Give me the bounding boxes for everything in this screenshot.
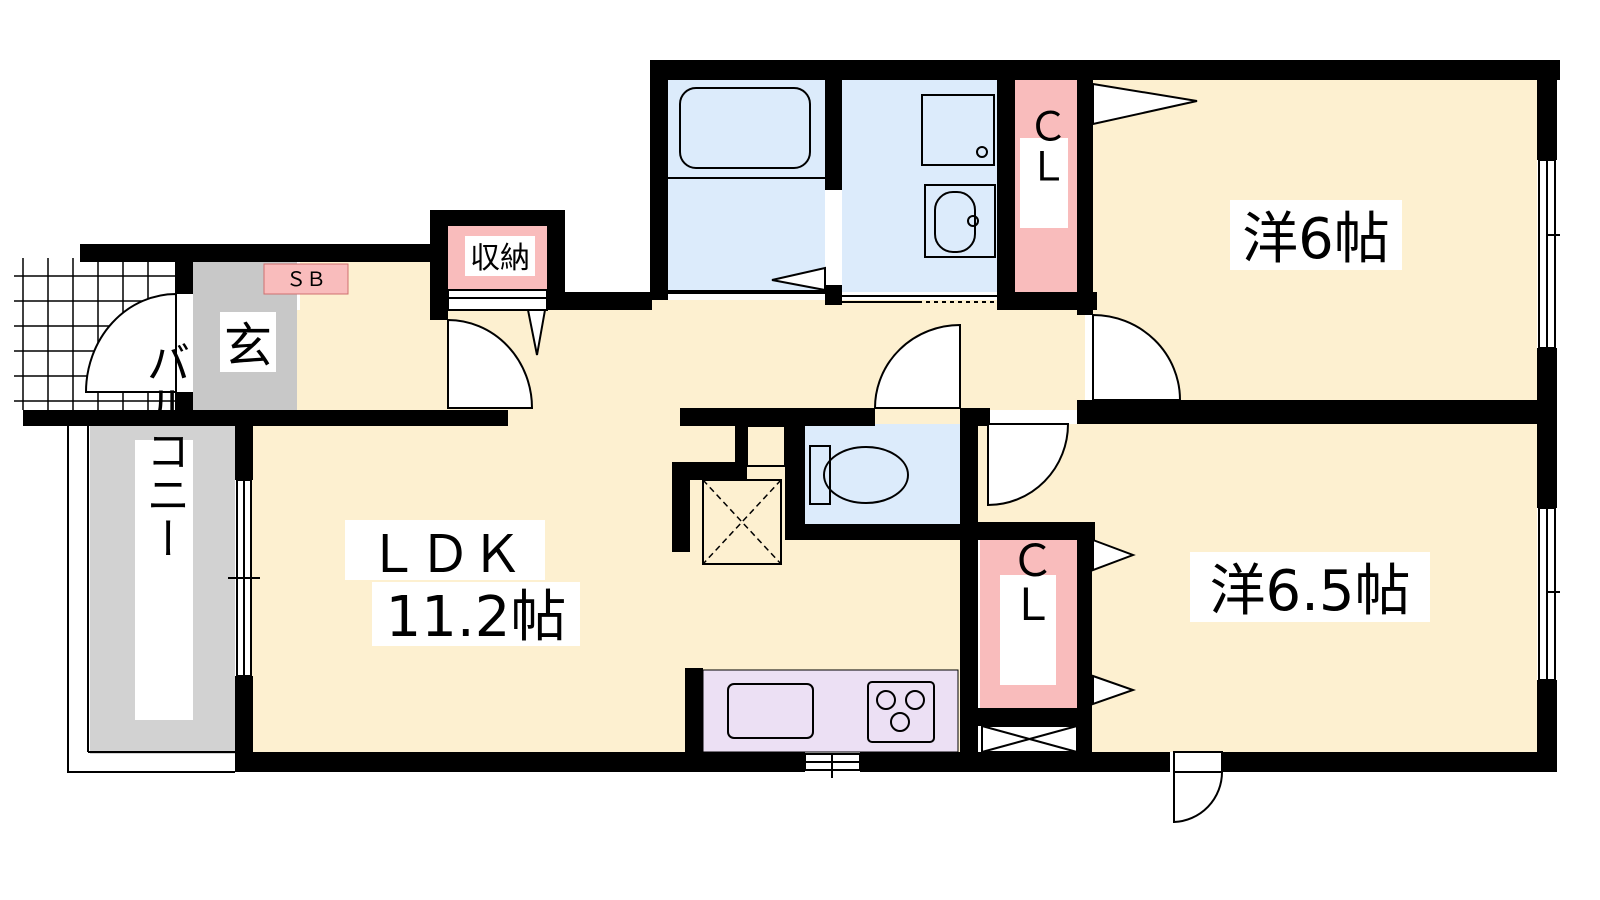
room-label-entrance: 玄: [224, 318, 272, 374]
stove: [867, 681, 935, 743]
room-label-ldk: ＬＤＫ: [367, 525, 523, 585]
room-label-storage: 収納: [470, 241, 530, 276]
shoebox-floor: [263, 263, 349, 295]
front-door: [84, 292, 177, 393]
fixtures: [447, 87, 1078, 753]
exterior-door: [1173, 771, 1224, 824]
balcony-outline: [67, 426, 235, 773]
room-label-western-6: 洋6帖: [1242, 207, 1390, 272]
toilet-door: [873, 323, 961, 409]
labels: 洋6帖 洋6.5帖 ＬＤＫ 11.2帖 玄 バルコニー 収納 ＳＢ ＣＬ ＣＬ: [135, 106, 1430, 720]
wash-basin: [924, 184, 996, 258]
hall-floor: [445, 300, 1085, 410]
room6-door: [1092, 313, 1182, 401]
walls: [23, 60, 1560, 772]
label-closet-top: ＣＬ: [1021, 106, 1067, 186]
room-label-ldk-size: 11.2帖: [386, 585, 567, 650]
windows: [228, 159, 1560, 778]
pipe-shaft: [702, 479, 782, 565]
room-label-balcony: バルコニー: [139, 340, 190, 560]
toilet-tank: [809, 445, 831, 505]
hall-door: [447, 318, 534, 409]
room-label-western-65: 洋6.5帖: [1209, 559, 1410, 624]
label-shoe-box: ＳＢ: [286, 267, 326, 291]
toilet-bowl: [823, 446, 909, 504]
kitchen-sink: [727, 683, 814, 739]
label-closet-bottom: ＣＬ: [1003, 538, 1054, 626]
bath-floor: [668, 80, 825, 292]
toilet-floor: [805, 424, 960, 524]
bathtub: [679, 87, 811, 169]
doors: [84, 82, 1224, 824]
